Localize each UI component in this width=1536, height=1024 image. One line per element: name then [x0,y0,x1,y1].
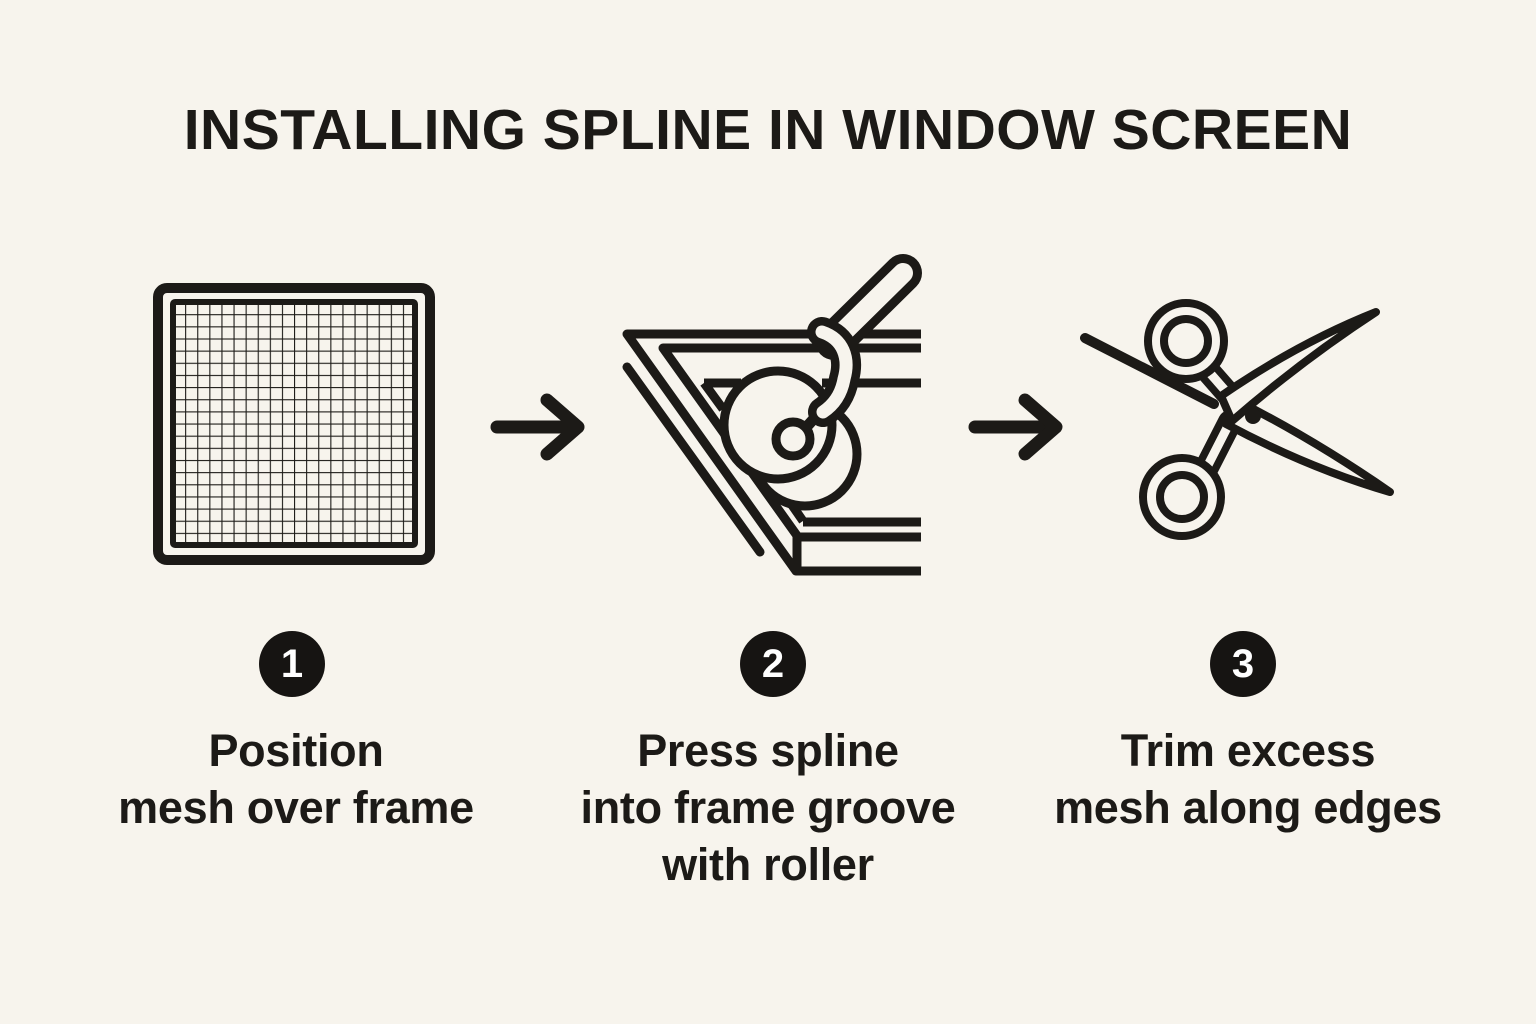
step-caption: Trim excess mesh along edges [988,722,1508,836]
step-caption: Position mesh over frame [36,722,556,836]
scissors-pivot [1245,408,1261,424]
roller-hub [771,417,815,461]
step-number: 3 [1231,641,1255,686]
scissors-blade-lower [1222,394,1394,496]
spline-roller-icon [600,240,960,600]
step-number-badge: 1 [259,631,325,697]
mesh-grid [173,302,415,545]
caption-line: mesh along edges [1054,782,1442,833]
mesh-border [170,299,418,548]
step-number-badge: 2 [740,631,806,697]
page-title: INSTALLING SPLINE IN WINDOW SCREEN [183,98,1353,162]
frame-corner-lines [622,329,921,576]
scissors-blade-upper [1217,308,1380,425]
caption-line: Press spline [637,725,899,776]
step-caption: Press spline into frame groove with roll… [508,722,1028,893]
mesh-cut-line [1080,333,1219,409]
caption-line: Trim excess [1120,725,1376,776]
roller-yoke [807,317,862,427]
step-number-badge: 3 [1210,631,1276,697]
scissors-handle-loops [1139,299,1228,540]
caption-line: mesh over frame [118,782,474,833]
scissors-icon [1060,285,1420,585]
step-number: 2 [761,641,785,686]
mesh-frame-icon [152,282,436,566]
arrow-right-icon [965,390,1069,464]
caption-line: into frame groove [580,782,956,833]
arrow-right-icon [487,390,591,464]
step-number: 1 [280,641,304,686]
caption-line: Position [208,725,384,776]
caption-line: with roller [662,839,874,890]
